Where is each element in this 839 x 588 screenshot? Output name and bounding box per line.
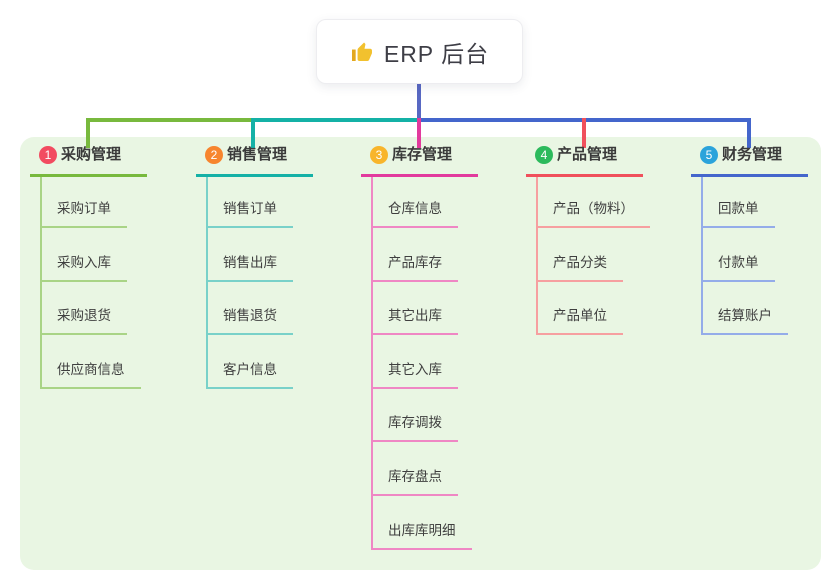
thumbs-up-icon: [350, 40, 374, 64]
branch-column-1: 1 采购管理 采购订单 采购入库 采购退货 供应商信息: [30, 144, 147, 389]
branch-column-4: 4 产品管理 产品（物料） 产品分类 产品单位: [526, 144, 650, 336]
child-node[interactable]: 采购入库: [42, 228, 127, 282]
branch-index-badge: 3: [370, 145, 388, 164]
branch-children: 产品（物料） 产品分类 产品单位: [536, 177, 650, 336]
branch-index-badge: 4: [535, 145, 553, 164]
branch-node-5[interactable]: 5 财务管理: [691, 144, 808, 177]
child-node[interactable]: 结算账户: [703, 282, 788, 336]
bus-line-left: [86, 118, 252, 122]
branch-node-2[interactable]: 2 销售管理: [196, 144, 313, 177]
child-node[interactable]: 仓库信息: [373, 177, 458, 228]
child-node[interactable]: 客户信息: [208, 335, 293, 389]
child-node[interactable]: 出库库明细: [373, 496, 472, 550]
branch-node-1[interactable]: 1 采购管理: [30, 144, 147, 177]
branch-column-5: 5 财务管理 回款单 付款单 结算账户: [691, 144, 808, 336]
bus-line-middle: [252, 118, 419, 122]
child-node[interactable]: 销售退货: [208, 282, 293, 336]
branch-index-badge: 1: [39, 145, 57, 164]
branch-node-4[interactable]: 4 产品管理: [526, 144, 643, 177]
branch-children: 销售订单 销售出库 销售退货 客户信息: [206, 177, 293, 389]
branch-drop-line-2: [251, 118, 255, 148]
child-node[interactable]: 销售出库: [208, 228, 293, 282]
branch-drop-line-5: [747, 118, 751, 148]
branch-title: 采购管理: [61, 146, 122, 163]
branch-children: 采购订单 采购入库 采购退货 供应商信息: [40, 177, 141, 389]
child-node[interactable]: 其它出库: [373, 282, 458, 336]
branch-title: 销售管理: [227, 146, 288, 163]
root-node-label: ERP 后台: [383, 40, 490, 67]
child-node[interactable]: 库存调拨: [373, 389, 458, 443]
branch-column-2: 2 销售管理 销售订单 销售出库 销售退货 客户信息: [196, 144, 313, 389]
branch-drop-line-1: [86, 118, 90, 148]
child-node[interactable]: 销售订单: [208, 177, 293, 228]
child-node[interactable]: 产品分类: [538, 228, 623, 282]
branch-node-3[interactable]: 3 库存管理: [361, 144, 478, 177]
branch-children: 仓库信息 产品库存 其它出库 其它入库 库存调拨 库存盘点 出库库明细: [371, 177, 472, 550]
child-node[interactable]: 产品（物料）: [538, 177, 650, 228]
branch-title: 财务管理: [722, 146, 783, 163]
child-node[interactable]: 回款单: [703, 177, 775, 228]
child-node[interactable]: 其它入库: [373, 335, 458, 389]
child-node[interactable]: 产品库存: [373, 228, 458, 282]
branches-background-panel: [20, 137, 821, 570]
branch-drop-line-4: [582, 118, 586, 148]
branch-title: 产品管理: [557, 146, 618, 163]
child-node[interactable]: 供应商信息: [42, 335, 141, 389]
branch-index-badge: 2: [205, 145, 223, 164]
child-node[interactable]: 采购订单: [42, 177, 127, 228]
branch-children: 回款单 付款单 结算账户: [701, 177, 788, 336]
branch-index-badge: 5: [700, 145, 718, 164]
child-node[interactable]: 产品单位: [538, 282, 623, 336]
branch-drop-line-3: [417, 118, 421, 148]
child-node[interactable]: 库存盘点: [373, 442, 458, 496]
root-connector-line: [417, 84, 421, 119]
child-node[interactable]: 付款单: [703, 228, 775, 282]
branch-column-3: 3 库存管理 仓库信息 产品库存 其它出库 其它入库 库存调拨 库存盘点 出库库…: [361, 144, 478, 550]
root-node[interactable]: ERP 后台: [316, 19, 523, 84]
branch-title: 库存管理: [392, 146, 453, 163]
child-node[interactable]: 采购退货: [42, 282, 127, 336]
